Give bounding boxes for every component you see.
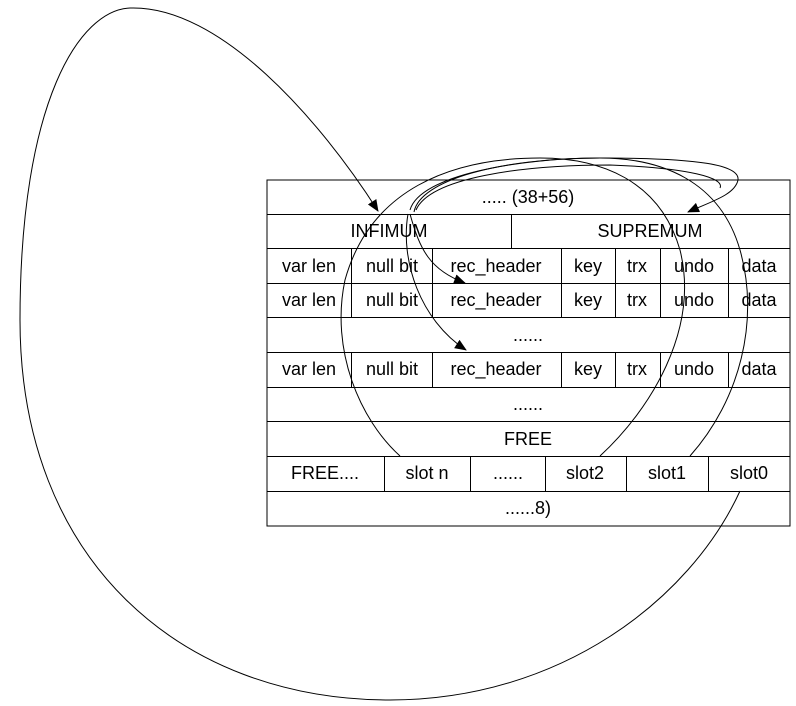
record-n-rec-header: rec_header (450, 359, 541, 380)
record-2-trx: trx (627, 290, 647, 310)
record-n-null-bit: null bit (366, 359, 418, 379)
record-n-var-len: var len (282, 359, 336, 379)
link-inner-loop (415, 164, 721, 211)
gap-1-label: ...... (513, 325, 543, 345)
trailer-label: ......8) (505, 498, 551, 518)
link-slot2-circle (340, 157, 685, 457)
links (19, 7, 749, 701)
slots-gap-label: ...... (493, 463, 523, 483)
record-1-rec-header: rec_header (450, 256, 541, 277)
link-rec-header-to-rec-header (405, 213, 467, 351)
link-rec-header-to-supremum (413, 157, 739, 213)
record-1-var-len: var len (282, 256, 336, 276)
record-2-key: key (574, 290, 602, 310)
free-label: FREE (504, 429, 552, 449)
record-2-rec-header: rec_header (450, 290, 541, 311)
row-separators (267, 214, 790, 492)
slot-n-label: slot n (405, 463, 448, 483)
link-infimum-to-rec-header (409, 213, 466, 284)
record-n-undo: undo (674, 359, 714, 379)
slot1-label: slot1 (648, 463, 686, 483)
record-2-null-bit: null bit (366, 290, 418, 310)
gap-2-label: ...... (513, 394, 543, 414)
record-n-key: key (574, 359, 602, 379)
record-n-data: data (741, 359, 777, 379)
record-1-null-bit: null bit (366, 256, 418, 276)
link-slot0-to-infimum (19, 7, 741, 701)
record-2-var-len: var len (282, 290, 336, 310)
record-2-data: data (741, 290, 777, 310)
cell-labels: ..... (38+56) INFIMUM SUPREMUM var len n… (282, 187, 778, 518)
cell-separators (351, 214, 729, 491)
record-1-trx: trx (627, 256, 647, 276)
record-1-undo: undo (674, 256, 714, 276)
record-n-trx: trx (627, 359, 647, 379)
record-1-data: data (741, 256, 777, 276)
supremum-label: SUPREMUM (597, 221, 702, 241)
slots-free-label: FREE.... (291, 463, 359, 483)
record-2-undo: undo (674, 290, 714, 310)
infimum-label: INFIMUM (351, 221, 428, 241)
header-label: ..... (38+56) (482, 187, 575, 207)
slot2-label: slot2 (566, 463, 604, 483)
slot0-label: slot0 (730, 463, 768, 483)
record-1-key: key (574, 256, 602, 276)
